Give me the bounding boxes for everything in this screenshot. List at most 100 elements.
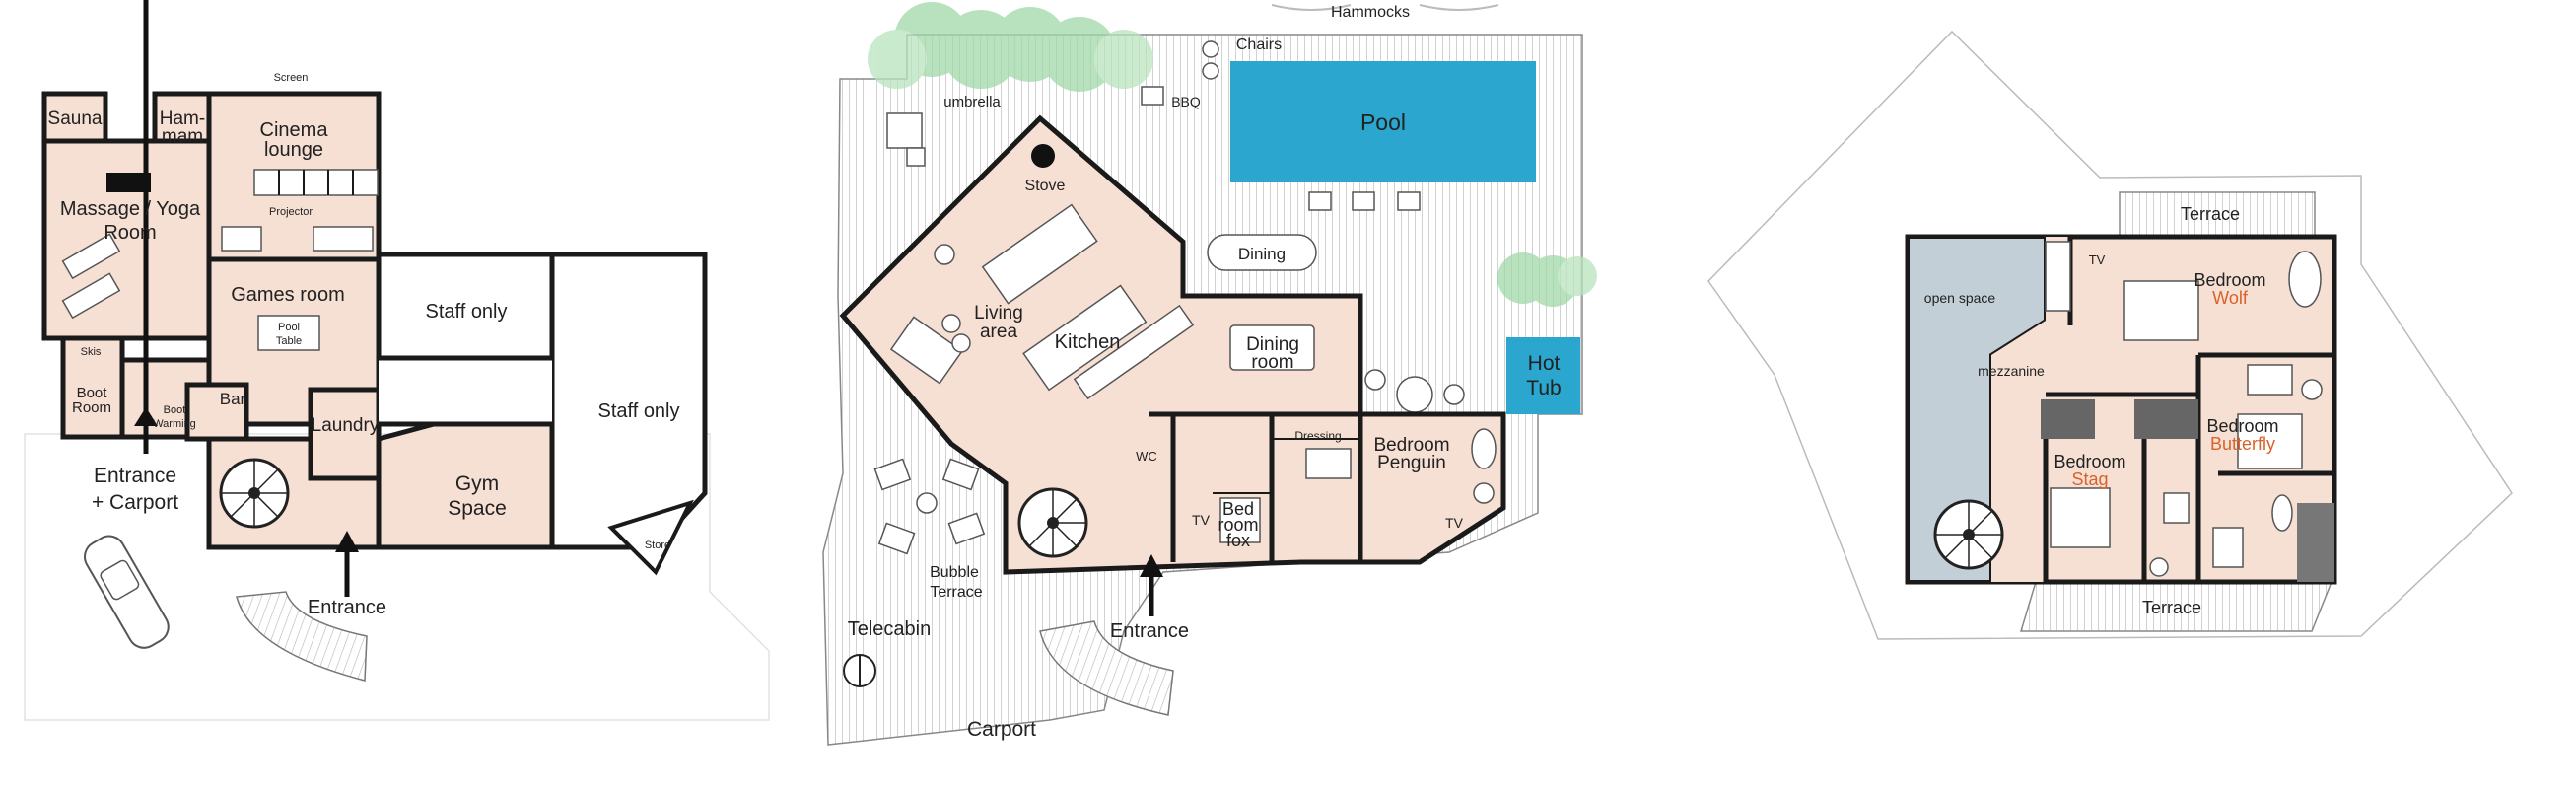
sofa: [221, 226, 262, 252]
entrance-arrow-middle: [1140, 554, 1163, 616]
hot-tub: [1506, 337, 1580, 414]
label-bubble-2: Terrace: [930, 584, 982, 601]
label-hot-tub-2: Tub: [1526, 377, 1561, 399]
dining-table-indoor: [1229, 324, 1315, 371]
outer-stair-lower: [236, 591, 368, 682]
lower-floor-plan: Sauna Ham- mam Screen Cinema lounge Proj…: [24, 0, 770, 721]
label-laundry: Laundry: [312, 415, 380, 436]
label-wc: WC: [1136, 449, 1157, 464]
label-open-space: open space: [1924, 290, 1996, 306]
label-dining-table: Dining: [1238, 245, 1286, 263]
label-wolf-1: Bedroom: [2193, 270, 2265, 290]
cinema-seats: [253, 169, 379, 196]
bbq-grill: [1141, 86, 1164, 106]
label-butterfly-1: Bedroom: [2206, 416, 2278, 436]
label-projector: Projector: [269, 206, 313, 218]
label-living-1: Living: [974, 303, 1023, 324]
label-gym-2: Space: [448, 497, 507, 520]
label-cinema-1: Cinema: [260, 119, 329, 141]
label-boot-room-2: Room: [72, 399, 111, 416]
label-pool-table-2: Table: [276, 335, 302, 347]
upper-site-outline: [1707, 30, 2513, 640]
label-butterfly-2: Butterfly: [2210, 434, 2275, 454]
terrace-top: [2119, 191, 2316, 238]
label-penguin-1: Bedroom: [1373, 435, 1449, 456]
outdoor-dining-table: [1207, 234, 1317, 271]
bed-stag: [2050, 487, 2111, 548]
massage-black-bed: [106, 173, 151, 192]
mezzanine: [1991, 237, 2070, 582]
label-terrace-top: Terrace: [2181, 204, 2240, 224]
label-bar: Bar: [220, 390, 246, 408]
label-telecabin: Telecabin: [848, 618, 932, 640]
label-games-room: Games room: [231, 284, 345, 306]
storage-grey-1: [2041, 399, 2095, 439]
label-boot-room-1: Boot: [77, 385, 108, 401]
label-penguin-2: Penguin: [1377, 453, 1446, 473]
label-pool: Pool: [1360, 109, 1406, 135]
label-entrance-carport-1: Entrance: [94, 465, 176, 487]
label-fox-2: room: [1218, 515, 1258, 535]
bed-wolf: [2123, 280, 2199, 341]
label-living-2: area: [980, 322, 1017, 342]
label-pool-table-1: Pool: [278, 322, 300, 333]
label-cinema-2: lounge: [264, 139, 323, 161]
kitchen-island: [1022, 284, 1148, 392]
trees: [868, 2, 1597, 307]
label-entrance-lower: Entrance: [308, 597, 386, 618]
label-entrance-carport-2: + Carport: [92, 491, 178, 514]
label-boot-warming-2: Warming: [153, 418, 196, 430]
label-screen: Screen: [274, 72, 309, 84]
laundry-room: [308, 387, 382, 481]
corridor: [379, 358, 552, 424]
chairs-row: [1202, 40, 1421, 211]
label-store: Store: [645, 540, 670, 551]
label-bubble-1: Bubble: [930, 564, 979, 581]
label-bbq: BBQ: [1171, 94, 1201, 109]
label-tv-2: TV: [1445, 515, 1464, 531]
stove-icon: [1031, 144, 1055, 168]
label-hot-tub-1: Hot: [1528, 352, 1561, 375]
label-massage-1: Massage / Yoga: [60, 198, 201, 220]
outer-stair-middle: [1039, 620, 1174, 716]
label-dressing: Dressing: [1294, 429, 1341, 443]
label-stove: Stove: [1025, 178, 1066, 194]
label-gym-1: Gym: [455, 472, 499, 495]
label-massage-2: Room: [104, 222, 156, 244]
label-terrace-bottom: Terrace: [2142, 598, 2201, 617]
bar-area: [184, 382, 249, 442]
label-boot-warming-1: Boot: [164, 404, 186, 416]
label-kitchen: Kitchen: [1055, 331, 1121, 353]
pool-table: [257, 315, 320, 351]
label-wolf-2: Wolf: [2212, 288, 2249, 308]
label-dining-room-2: room: [1251, 352, 1293, 373]
label-umbrella: umbrella: [943, 94, 1001, 110]
label-entrance-middle: Entrance: [1110, 620, 1189, 642]
massage-room: [41, 138, 212, 341]
label-staff-only-1: Staff only: [425, 301, 507, 323]
label-carport: Carport: [967, 718, 1036, 741]
label-hammocks: Hammocks: [1331, 4, 1410, 21]
label-sauna: Sauna: [48, 108, 103, 129]
pool: [1230, 61, 1536, 182]
label-hammam-1: Ham-: [160, 108, 205, 129]
bed-butterfly: [2237, 413, 2303, 469]
label-hammam-2: mam: [162, 126, 203, 147]
store-room: [607, 499, 694, 576]
label-stag-2: Stag: [2071, 469, 2108, 489]
lower-site-outline: [24, 433, 770, 721]
label-dining-room-1: Dining: [1246, 334, 1299, 355]
middle-floor-plan: Hammocks Chairs umbrella BBQ Pool Stove …: [822, 2, 1597, 746]
lounger-1: [61, 233, 121, 280]
label-skis: Skis: [81, 346, 102, 358]
lounger-2: [61, 272, 121, 320]
car-icon: [84, 535, 170, 649]
upper-floor-plan: Terrace Terrace open space mezzanine TV …: [1707, 30, 2513, 640]
storage-grey-2: [2134, 399, 2198, 439]
storage-grey-3: [2297, 503, 2334, 582]
label-fox-1: Bed: [1222, 499, 1254, 519]
label-tv-upper: TV: [2089, 252, 2106, 267]
label-fox-3: fox: [1226, 531, 1250, 550]
hammock-shapes: [1271, 4, 1499, 11]
